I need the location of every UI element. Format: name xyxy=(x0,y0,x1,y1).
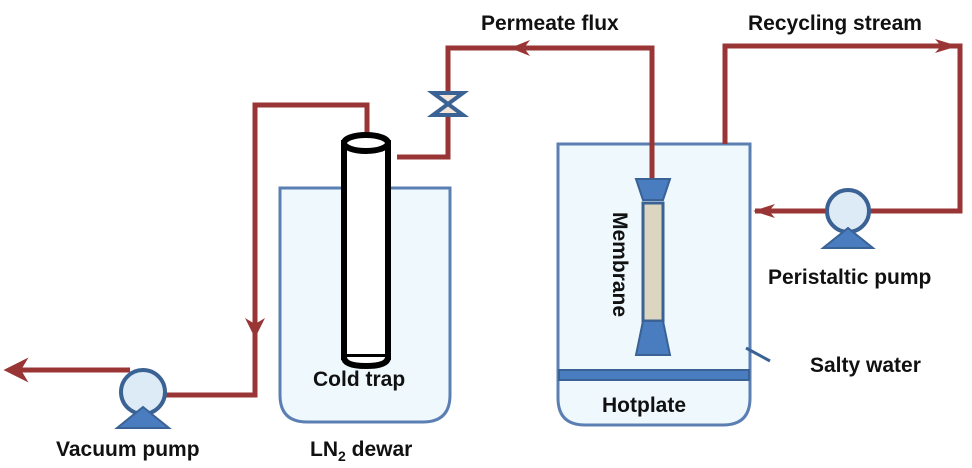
cold-trap-outlet-pipe xyxy=(397,45,655,185)
salty-water-label: Salty water xyxy=(810,354,921,377)
recycling-pipe xyxy=(722,43,963,214)
peristaltic-pump-label: Peristaltic pump xyxy=(768,266,931,289)
down-arrow-icon xyxy=(245,318,265,338)
cold-trap-tube xyxy=(341,132,391,370)
vacuum-line-pipe xyxy=(165,102,370,398)
right-arrow-icon xyxy=(935,39,958,53)
salty-water-leader xyxy=(745,346,771,363)
cold-trap-label: Cold trap xyxy=(313,368,405,391)
membrane-module xyxy=(634,178,672,356)
left-arrow-icon xyxy=(510,40,530,56)
vacuum-pump-label: Vacuum pump xyxy=(56,438,200,461)
hotplate-label: Hotplate xyxy=(602,394,686,417)
membrane-label: Membrane xyxy=(608,212,631,317)
inlet-arrow-icon xyxy=(753,204,775,218)
ln2-dewar-label: LN2 dewar xyxy=(310,438,412,464)
permeate-flux-label: Permeate flux xyxy=(481,12,619,35)
recycling-stream-label: Recycling stream xyxy=(748,12,922,35)
hotplate-bar xyxy=(558,369,750,381)
peristaltic-pump-icon xyxy=(820,188,876,249)
valve-icon xyxy=(426,91,470,117)
vacuum-pump-icon xyxy=(114,368,172,429)
